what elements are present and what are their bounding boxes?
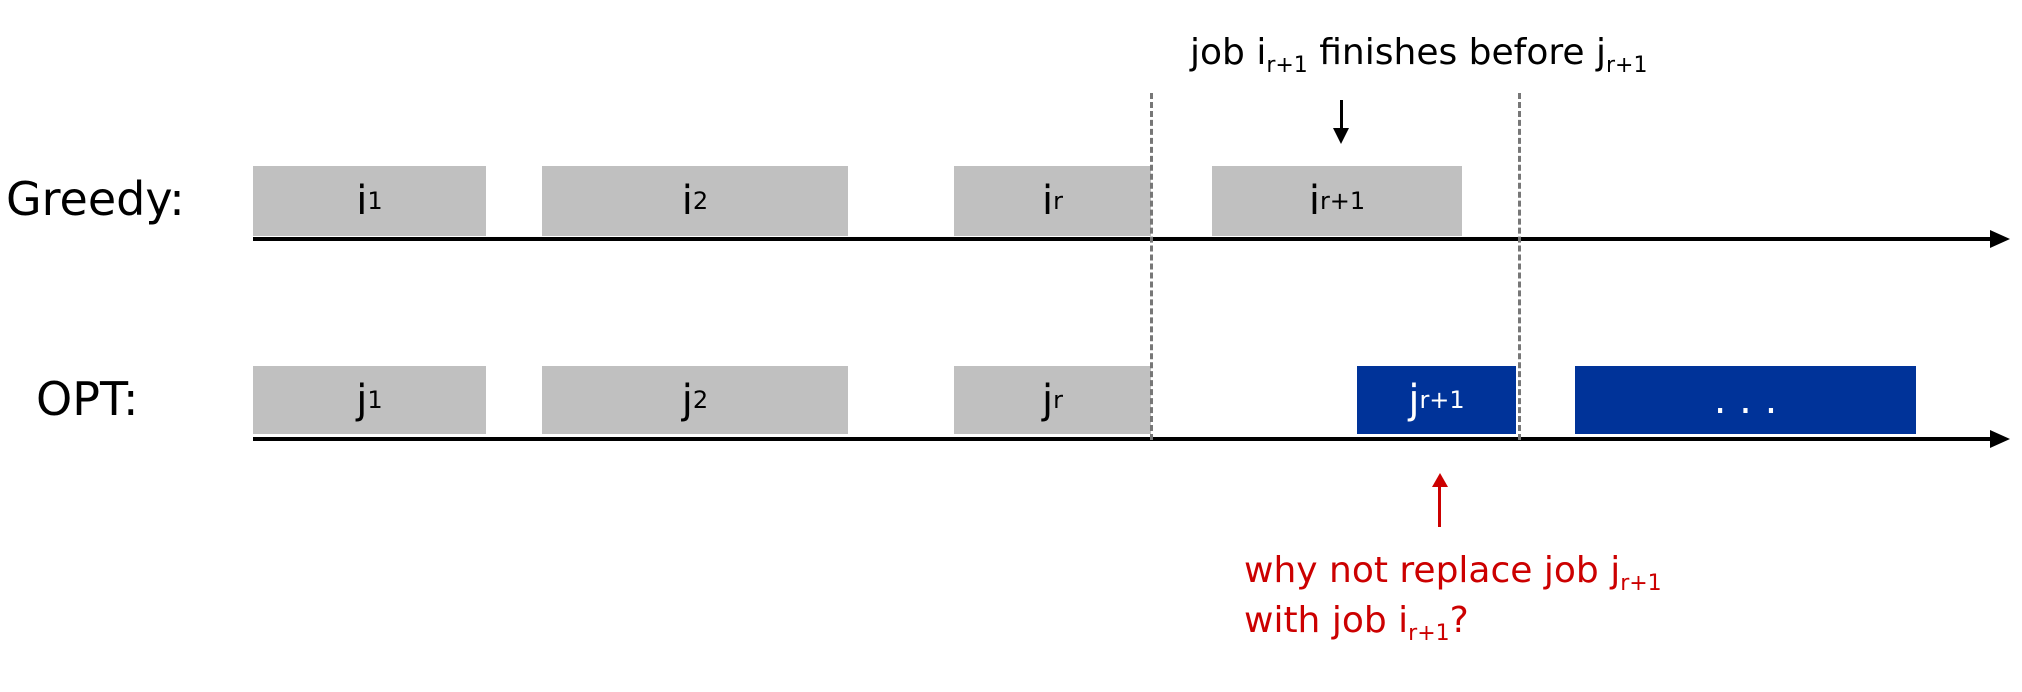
opt-axis-arrowhead — [1990, 430, 2010, 448]
job-name: j — [1408, 377, 1420, 423]
job-subscript: r — [1053, 187, 1063, 215]
opt-job-ellipsis: . . . — [1575, 366, 1916, 434]
job-subscript: r — [1053, 386, 1063, 414]
note-text: job i — [1190, 32, 1267, 73]
job-name: i — [1308, 178, 1320, 224]
greedy-time-axis — [253, 237, 1993, 241]
opt-time-axis — [253, 437, 1993, 441]
job-subscript: 1 — [367, 386, 383, 414]
up-arrow-shaft — [1438, 485, 1441, 527]
job-subscript: r+1 — [1319, 187, 1366, 215]
note-subscript: r+1 — [1266, 53, 1308, 78]
note-subscript: r+1 — [1408, 621, 1450, 646]
dashed-line-r — [1150, 93, 1153, 440]
replace-question-line2: with job ir+1? — [1244, 600, 1469, 646]
job-name: j — [356, 377, 368, 423]
job-name: j — [681, 377, 693, 423]
down-arrow-icon — [1333, 128, 1349, 144]
job-name: j — [1042, 377, 1054, 423]
job-subscript: 2 — [692, 187, 709, 215]
replace-question-line1: why not replace job jr+1 — [1244, 550, 1662, 596]
finish-note: job ir+1 finishes before jr+1 — [1190, 32, 1647, 78]
note-subscript: r+1 — [1620, 571, 1662, 596]
note-text: with job i — [1244, 600, 1409, 641]
job-name: i — [356, 178, 368, 224]
note-subscript: r+1 — [1605, 53, 1648, 78]
note-text: finishes before j — [1307, 32, 1606, 73]
up-arrow-icon — [1432, 473, 1448, 487]
greedy-axis-arrowhead — [1990, 230, 2010, 248]
job-subscript: r+1 — [1419, 386, 1465, 414]
job-subscript: 1 — [367, 187, 383, 215]
dashed-line-r1 — [1518, 93, 1521, 440]
job-name: i — [681, 178, 693, 224]
job-name: . . . — [1713, 377, 1778, 423]
greedy-label: Greedy: — [6, 172, 185, 226]
job-name: i — [1042, 178, 1054, 224]
down-arrow-shaft — [1340, 100, 1343, 132]
note-text: why not replace job j — [1244, 550, 1621, 591]
note-text: ? — [1449, 600, 1469, 641]
job-subscript: 2 — [692, 386, 709, 414]
opt-label: OPT: — [36, 372, 139, 426]
